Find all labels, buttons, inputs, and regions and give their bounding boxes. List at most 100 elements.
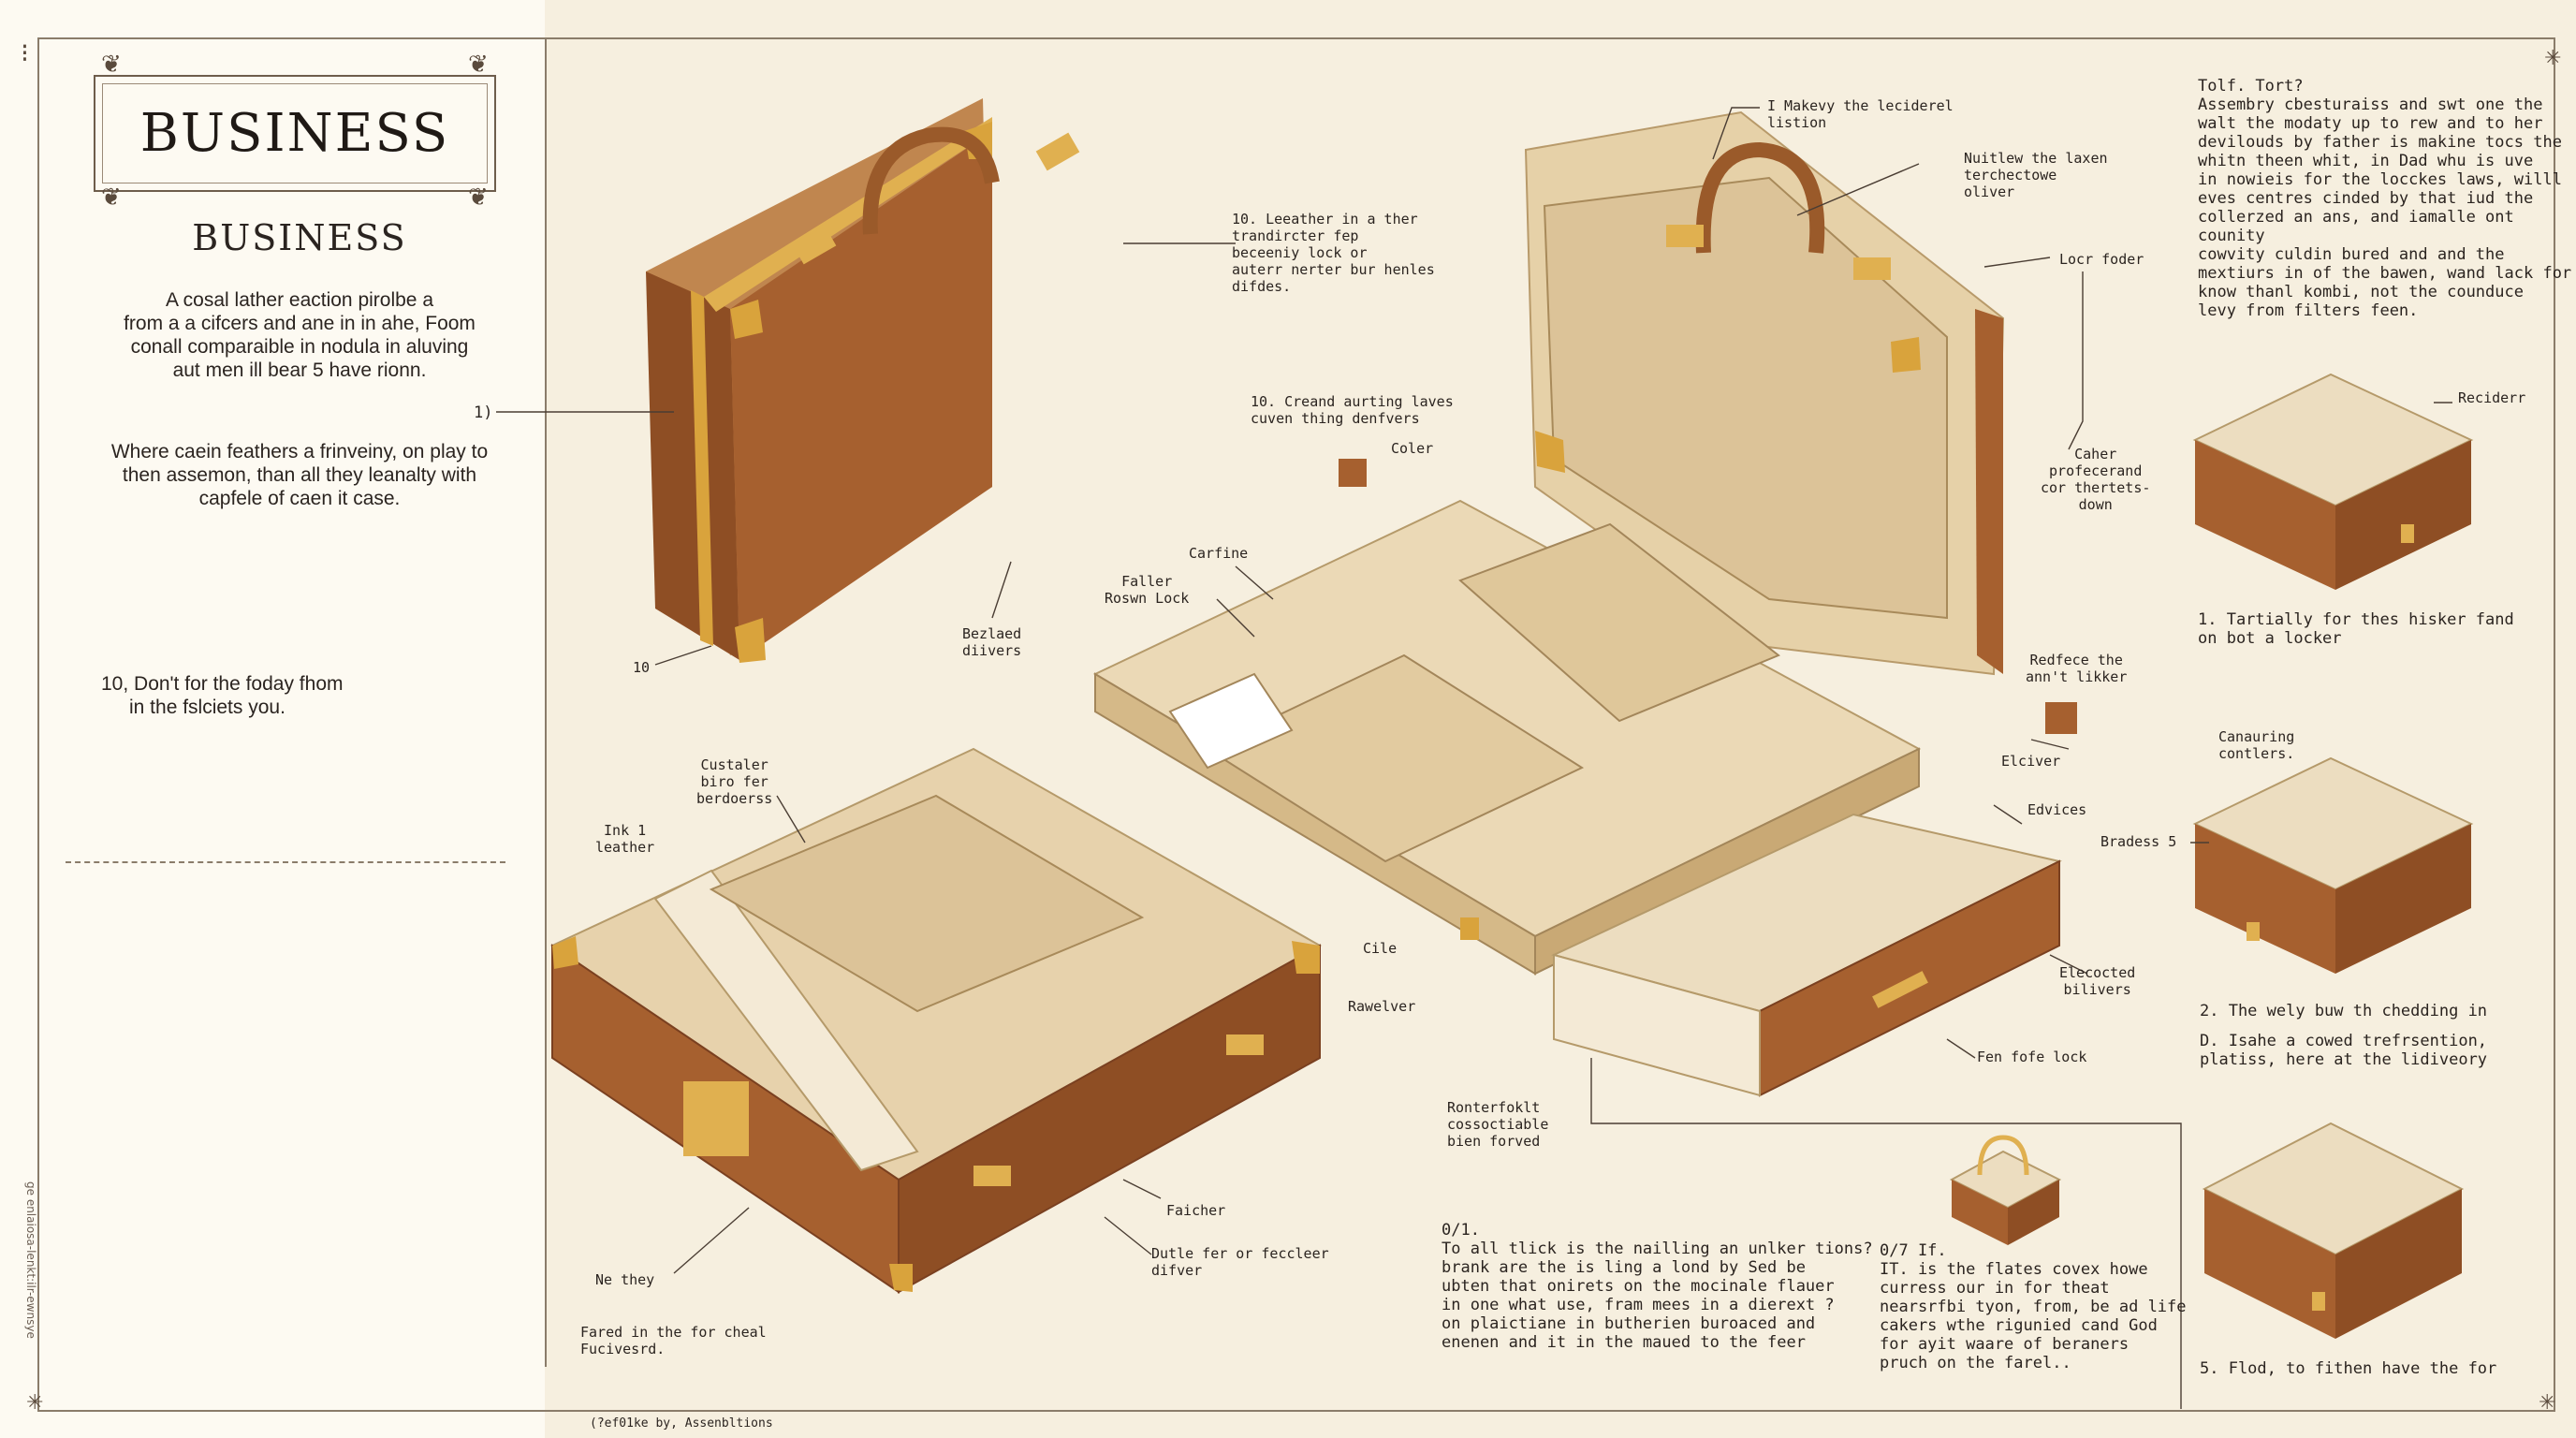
label-faller: Faller Roswn Lock [1105,573,1190,607]
flourish-icon: ❦ [468,51,489,79]
tote-handle [1977,1135,2029,1176]
brass-latch [1226,1034,1264,1055]
step-2: 2. The wely buw th chedding in [2200,1002,2487,1020]
step-1: 1. Tartially for thes hisker fand on bot… [2198,610,2514,648]
closed-briefcase [646,98,1080,663]
brass-latch [1035,132,1080,171]
qa-line: IT. is the flates covex howe [1880,1260,2148,1279]
brass-latch [973,1166,1011,1186]
paragraph-3: 10, Don't for the foday fhom in the fslc… [101,672,532,719]
case-front-face [730,131,992,660]
label-nethey: Ne they [595,1271,655,1288]
flourish-icon: ❦ [101,51,122,79]
open-briefcase-front [549,747,1323,1294]
corner-cap [1535,431,1565,473]
title-box: BUSINESS [94,75,496,192]
qa-line: To all tlick is the nailling an unlker t… [1442,1240,1873,1258]
organizer-tray [1092,459,2077,976]
step-5: 5. Flod, to fithen have the for [2200,1359,2496,1378]
box-latch [2401,524,2414,543]
brass-trim [704,117,992,312]
flourish-icon: ❦ [468,183,489,212]
right-intro-line: collerzed an ans, and iamalle ont counit… [2198,208,2514,245]
intro-line: from a a cifcers and ane in in ahe, Foom [124,313,476,334]
footer-credit: (?ef01ke by, Assenbltions [590,1416,773,1431]
label-dutle: Dutle fer or feccleer difver [1151,1245,1329,1279]
right-intro-line: eves centres cinded by that iud the [2198,189,2534,208]
label-bradess: Bradess 5 [2100,833,2177,850]
brass-latch [1460,917,1479,940]
open-briefcase-back [1524,110,2005,676]
small-tote [1949,1135,2062,1245]
qa-block-1: 0/1. To all tlick is the nailling an unl… [1442,1221,1873,1352]
page-subtitle: BUSINESS [192,217,407,258]
intro-line: conall comparaible in nodula in aluving [130,336,469,358]
brass-trim [691,290,713,646]
case-front-face [898,944,1321,1294]
step-2b: D. Isahe a cowed trefrsention, platiss, … [2200,1032,2487,1069]
intro-line: aut men ill bear 5 have rionn. [172,360,427,381]
step-line: 2. The wely buw th chedding in [2200,1002,2488,1020]
paragraph-line: then assemon, than all they leanalty wit… [122,464,477,486]
right-intro-line: cowvity culdin bured and and the [2198,245,2505,264]
right-intro-line: in nowieis for the locckes laws, willl [2198,170,2562,189]
drawer [1551,813,2062,1097]
label-10: 10 [633,659,651,676]
label-bezlaed: Bezlaed diivers [962,625,1022,659]
label-ink: Ink 1 leather [595,822,655,856]
corner-ornament-icon: ✳ [2539,1391,2556,1415]
right-box-2 [2192,756,2474,974]
divider-panel [653,869,919,1172]
corner-cap [1292,941,1320,974]
qa-line: for ayit waare of beraners [1880,1335,2130,1354]
qa-line: brank are the is ling a lond by Sed be [1442,1258,1806,1277]
label-caher: Caher profecerand cor thertets- down [2041,446,2151,513]
step-line: on bot a locker [2198,629,2342,648]
brass-latch [1853,257,1891,280]
paragraph-line: Where caein feathers a frinveiny, on pla… [110,441,489,462]
label-locr: Locr foder [2059,251,2144,268]
panel-divider [545,37,547,1367]
qa-line: in one what use, fram mees in a dierext … [1442,1296,1835,1314]
label-nuitlew: Nuitlew the laxen terchectowe oliver [1964,150,2108,200]
step-line: platiss, here at the lidiveory [2200,1050,2488,1069]
right-intro: Tolf. Tort? Assembry cbesturaiss and swt… [2198,77,2576,320]
label-creand: 10. Creand aurting laves cuven thing den… [1251,393,1454,427]
label-ronterfoklt: Ronterfoklt cossoctiable bien forved [1447,1099,1549,1150]
case-handle [862,126,1000,235]
label-cile: Cile [1363,940,1398,957]
intro-line: A cosal lather eaction pirolbe a [165,289,433,311]
brass-lock [683,1081,749,1156]
corner-ornament-icon: ⁝ [21,37,29,68]
qa-line: cakers wthe rigunied cand God [1880,1316,2158,1335]
divider-compartment [709,794,1145,1013]
corner-cap [889,1264,913,1292]
left-panel [0,0,545,1438]
corner-ornament-icon: ✳ [2544,47,2562,70]
section-divider [66,861,505,863]
label-fenfofe: Fen fofe lock [1977,1049,2087,1065]
drawer-side [1553,953,1761,1097]
right-intro-line: devilouds by father is makine tocs the [2198,133,2562,152]
brass-latch [792,226,837,265]
label-faicher: Faicher [1166,1202,1226,1219]
label-redfece: Redfece the ann't likker [2026,652,2128,685]
label-carfine: Carfine [1189,545,1249,562]
step-line: D. Isahe a cowed trefrsention, [2200,1032,2488,1050]
tray-wall [1534,747,1920,976]
brass-latch [1666,225,1704,247]
label-makevy: I Makevy the leciderel listion [1767,97,1954,131]
qa-line: ubten that onirets on the mocinale flaue… [1442,1277,1835,1296]
qa-line: curress our in for theat [1880,1279,2110,1298]
qa-heading: 0/1. [1442,1221,1480,1240]
divider-insert [1168,672,1294,770]
small-block [1339,459,1367,487]
paragraph-2: Where caein feathers a frinveiny, on pla… [84,440,515,510]
drawer-handle [1872,971,1928,1008]
qa-line: enenen and it in the maued to the feer [1442,1333,1806,1352]
label-elecocted: Elecocted bilivers [2059,964,2136,998]
right-intro-line: Assembry cbesturaiss and swt one the [2198,95,2543,114]
corner-cap [1891,337,1921,373]
right-intro-line: whitn theen whit, in Dad whu is uve [2198,152,2534,170]
small-block [2045,702,2077,734]
